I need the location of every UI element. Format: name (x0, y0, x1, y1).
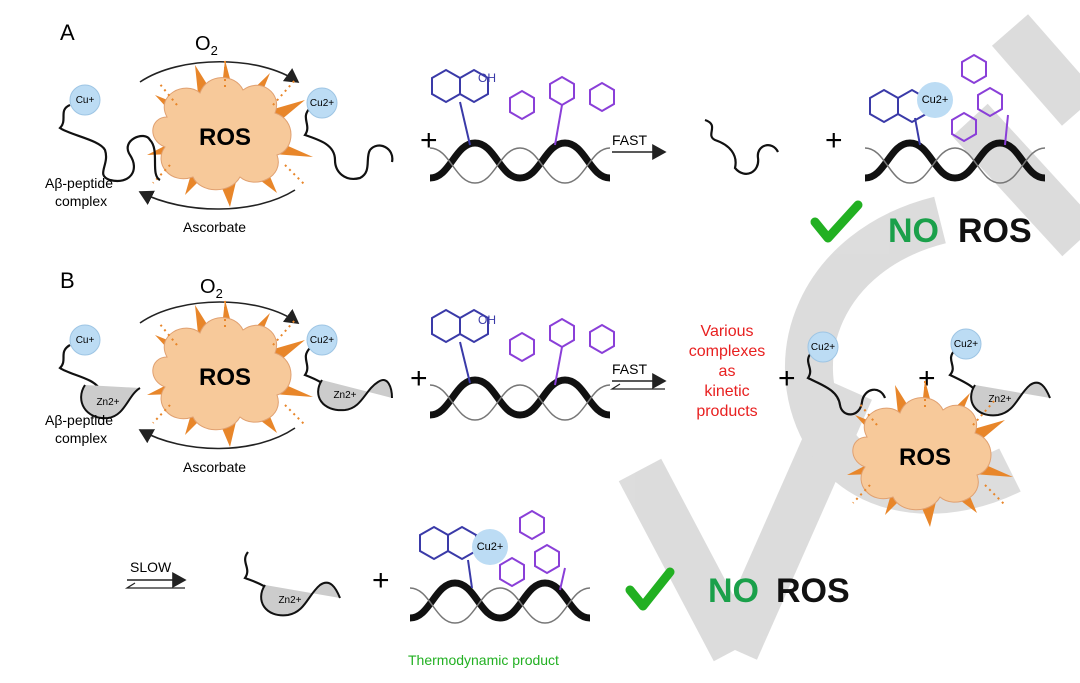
panel-b-plus-2: + (778, 362, 796, 395)
panel-a-plus-1: + (420, 124, 438, 157)
panel-a-letter: A (60, 20, 75, 45)
panel-b-plus-1: + (410, 362, 428, 395)
panel-b-thermo-cu-label: Cu2+ (477, 541, 504, 553)
panel-b-plus-4: + (372, 564, 390, 597)
panel-a-ros-label: ROS (199, 124, 251, 151)
panel-a-product-complex: Cu2+ (865, 54, 1045, 183)
panel-a-plus-2: + (825, 124, 843, 157)
panel-a-complex-line2: complex (55, 193, 107, 209)
panel-b-cu1-label: Cu+ (76, 335, 95, 346)
panel-b-ros-result: ROS (776, 572, 850, 610)
panel-a-fast-label: FAST (612, 132, 647, 148)
panel-a-cu2-peptide: Cu2+ (303, 87, 394, 180)
panel-b-complex-line1: Aβ-peptide (45, 412, 113, 428)
panel-b-no-label: NO (708, 572, 759, 610)
panel-a-ros-result: ROS (958, 212, 1032, 250)
kinetic-line-4: kinetic (704, 383, 749, 400)
panel-b-cu2-label: Cu2+ (310, 335, 334, 346)
panel-b-plus-3: + (918, 362, 936, 395)
panel-b-slow-zn-label: Zn2+ (278, 595, 301, 606)
panel-a-cu1-label: Cu+ (76, 95, 95, 106)
panel-a-complex-line1: Aβ-peptide (45, 175, 113, 191)
panel-b-check-icon (625, 567, 675, 611)
vch-watermark (618, 14, 1080, 662)
panel-b-oh-label: OH (478, 313, 496, 327)
panel-a-ascorbate-label: Ascorbate (183, 219, 246, 235)
panel-b-cu2-zn-peptide: Cu2+ Zn2+ (303, 324, 393, 412)
panel-b-ros-label: ROS (199, 364, 251, 391)
panel-a-no-label: NO (888, 212, 939, 250)
panel-b-cu2-zn-product-peptide: Cu2+ Zn2+ (948, 328, 1051, 417)
panel-b-ascorbate-label: Ascorbate (183, 459, 246, 475)
panel-b-kinetic-ros-label: ROS (899, 444, 951, 471)
panel-b-slow-label: SLOW (130, 559, 172, 575)
panel-b-complex-line2: complex (55, 430, 107, 446)
panel-a-product-cu-label: Cu2+ (922, 94, 949, 106)
panel-b-kinetic-products: Various complexes as kinetic products (689, 323, 765, 420)
panel-b-thermo-complex: Cu2+ (410, 510, 590, 623)
panel-a-ligand-dna: OH (430, 69, 615, 183)
panel-a-cu2-label: Cu2+ (310, 98, 334, 109)
panel-b-oxidation-arrow (139, 301, 300, 324)
panel-b-zn1-label: Zn2+ (96, 397, 119, 408)
panel-b-letter: B (60, 268, 75, 293)
panel-a-o2-label: O2 (195, 33, 218, 58)
panel-a-oh-label: OH (478, 71, 496, 85)
kinetic-line-3: as (719, 363, 736, 380)
panel-b-fast-reverse-arrow (609, 383, 665, 390)
panel-b-kinetic-zn-label: Zn2+ (988, 394, 1011, 405)
panel-b-reduction-arrow (138, 427, 296, 450)
kinetic-line-1: Various (700, 323, 753, 340)
panel-b-cu1-zn-peptide: Cu+ Zn2+ (58, 324, 141, 420)
kinetic-line-5: products (696, 403, 757, 420)
panel-b-zn-peptide: Zn2+ (243, 551, 341, 617)
panel-b-zn2-label: Zn2+ (333, 390, 356, 401)
panel-b-o2-label: O2 (200, 276, 223, 301)
panel-b-kinetic-cu2-label: Cu2+ (954, 339, 978, 350)
panel-b-fast-label: FAST (612, 361, 647, 377)
panel-a-oxidation-arrow (139, 60, 300, 83)
panel-a-reduction-arrow (138, 189, 296, 210)
kinetic-line-2: complexes (689, 343, 765, 360)
panel-a-cu1-peptide: Cu+ (58, 84, 161, 183)
panel-b-slow-reverse-arrow (124, 582, 185, 589)
panel-a-check-icon (810, 200, 863, 243)
panel-a-free-peptide (704, 118, 779, 175)
panel-b-ligand-dna: OH (430, 309, 615, 420)
panel-b-cu2-free-peptide: Cu2+ (806, 331, 887, 416)
panel-b-thermo-label: Thermodynamic product (408, 652, 559, 668)
panel-b-kinetic-cu-label: Cu2+ (811, 342, 835, 353)
